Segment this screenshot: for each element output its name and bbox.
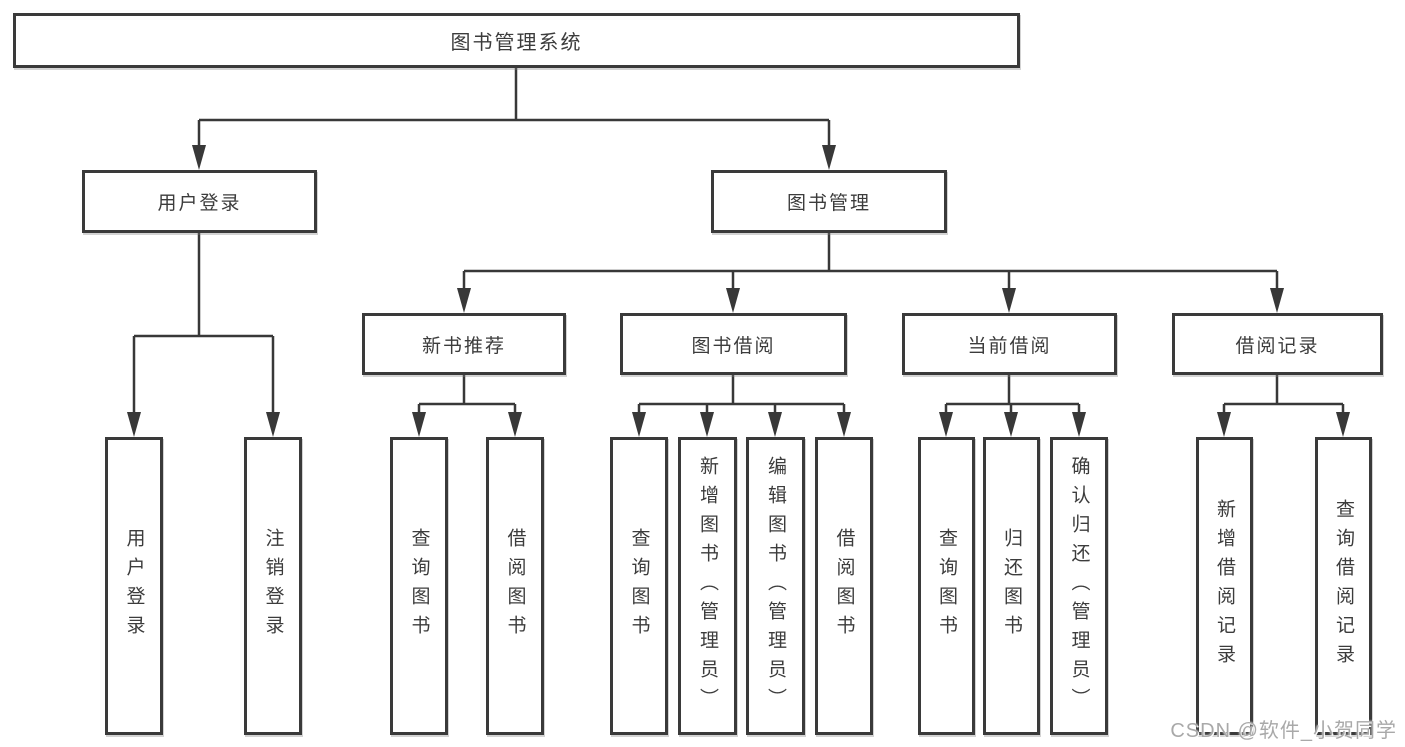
arrow-icon — [939, 412, 953, 437]
arrow-icon — [412, 412, 426, 437]
leaf-borrowing-borrow: 借阅图书 — [815, 437, 873, 735]
leaf-label: 用户登录 — [123, 528, 145, 644]
arrow-icon — [127, 412, 141, 437]
leaf-logout: 注销登录 — [244, 437, 302, 735]
leaf-label: 查询图书 — [936, 528, 957, 644]
leaf-label: 查询图书 — [408, 528, 430, 644]
leaf-label: 编辑图书（管理员） — [765, 455, 786, 717]
leaf-current-return: 归还图书 — [983, 437, 1040, 735]
node-current-borrowing: 当前借阅 — [902, 313, 1117, 375]
leaf-records-query: 查询借阅记录 — [1315, 437, 1372, 735]
arrow-icon — [632, 412, 646, 437]
leaf-newbooks-borrow: 借阅图书 — [486, 437, 544, 735]
leaf-label: 借阅图书 — [833, 528, 855, 644]
leaf-label: 新增图书（管理员） — [697, 455, 718, 717]
arrow-icon — [822, 145, 836, 170]
node-borrowing-records: 借阅记录 — [1172, 313, 1383, 375]
leaf-label: 归还图书 — [1001, 528, 1022, 644]
leaf-label: 确认归还（管理员） — [1068, 455, 1090, 717]
arrow-icon — [1270, 288, 1284, 313]
leaf-user-login: 用户登录 — [105, 437, 163, 735]
leaf-records-add: 新增借阅记录 — [1196, 437, 1253, 735]
leaf-borrowing-query: 查询图书 — [610, 437, 668, 735]
node-book-management: 图书管理 — [711, 170, 947, 233]
arrow-icon — [837, 412, 851, 437]
arrow-icon — [768, 412, 782, 437]
arrow-icon — [726, 288, 740, 313]
node-user-login: 用户登录 — [82, 170, 317, 233]
csdn-watermark: CSDN @软件_小贺同学 — [1170, 720, 1397, 742]
connector-paths — [132, 68, 1345, 413]
arrow-icon — [1002, 288, 1016, 313]
arrow-icon — [457, 288, 471, 313]
node-new-book-recommend: 新书推荐 — [362, 313, 566, 375]
arrow-icon — [1004, 412, 1018, 437]
leaf-borrowing-add-admin: 新增图书（管理员） — [678, 437, 737, 735]
leaf-label: 查询图书 — [628, 528, 650, 644]
arrow-icon — [1072, 412, 1086, 437]
node-library-system: 图书管理系统 — [13, 13, 1020, 68]
leaf-label: 查询借阅记录 — [1333, 499, 1354, 673]
leaf-label: 注销登录 — [262, 528, 284, 644]
leaf-label: 借阅图书 — [504, 528, 526, 644]
arrow-icon — [700, 412, 714, 437]
arrow-icon — [1217, 412, 1231, 437]
arrowheads — [127, 145, 1350, 437]
arrow-icon — [1336, 412, 1350, 437]
leaf-newbooks-query: 查询图书 — [390, 437, 448, 735]
arrow-icon — [266, 412, 280, 437]
leaf-borrowing-edit-admin: 编辑图书（管理员） — [746, 437, 805, 735]
leaf-current-confirm-admin: 确认归还（管理员） — [1050, 437, 1108, 735]
leaf-current-query: 查询图书 — [918, 437, 975, 735]
node-book-borrowing: 图书借阅 — [620, 313, 847, 375]
arrow-icon — [508, 412, 522, 437]
arrow-icon — [192, 145, 206, 170]
leaf-label: 新增借阅记录 — [1214, 499, 1235, 673]
